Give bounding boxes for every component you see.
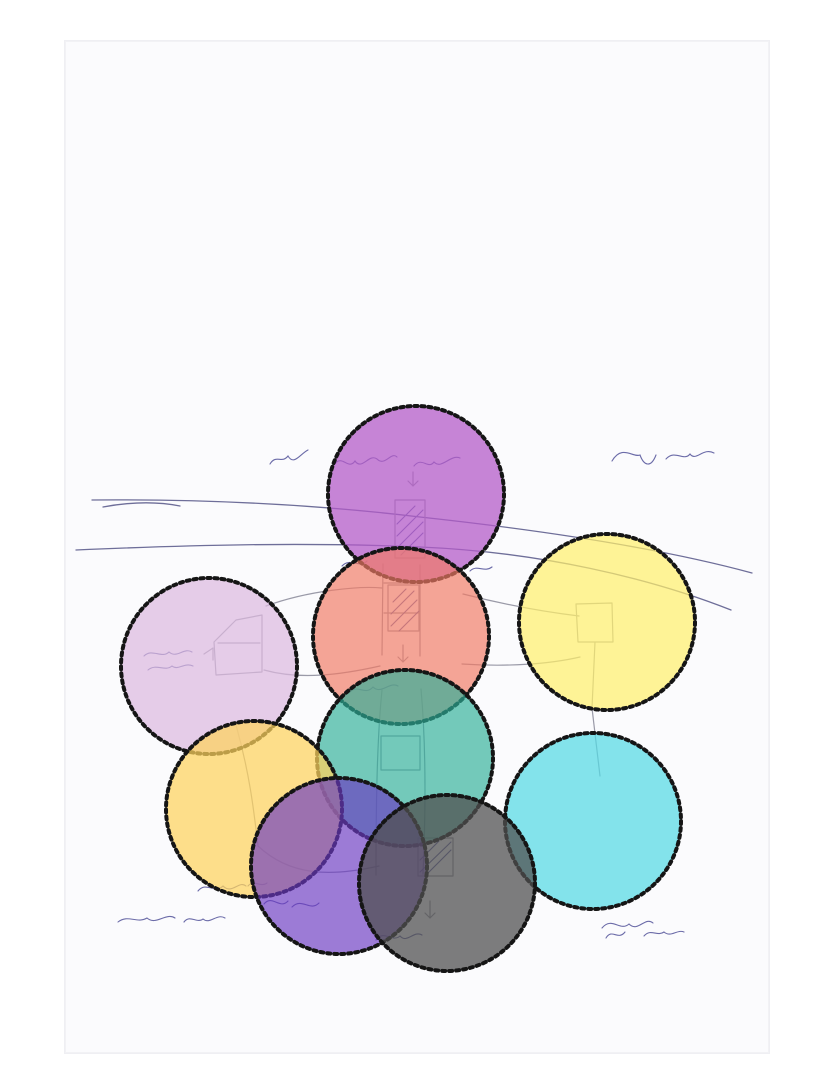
bottom-handwriting-left [117, 882, 268, 923]
bottom-handwriting-right [605, 930, 685, 939]
circle-gray-bottom [357, 793, 537, 973]
upper-handwriting-2 [611, 451, 715, 465]
highlight-circles [119, 404, 697, 973]
road-line-short [102, 502, 181, 508]
circle-yellow-right [517, 532, 697, 712]
